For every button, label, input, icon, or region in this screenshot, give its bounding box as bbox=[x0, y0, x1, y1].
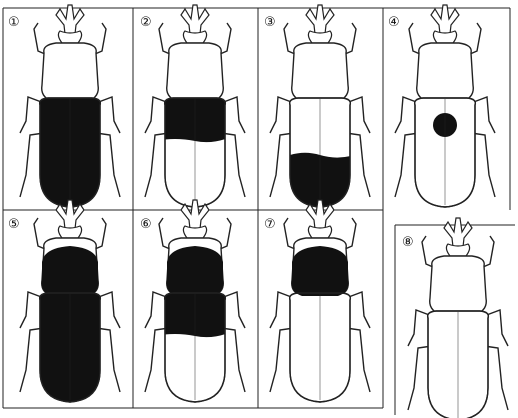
pronotum-shape bbox=[42, 43, 99, 101]
pronotum-shape bbox=[417, 43, 474, 101]
head-shape bbox=[183, 31, 206, 43]
beetle-figure-2 bbox=[145, 5, 245, 207]
panel-label-2: ② bbox=[140, 15, 152, 30]
head-shape bbox=[433, 31, 456, 43]
head-shape bbox=[446, 244, 469, 256]
beetle-figure-7 bbox=[270, 200, 370, 402]
head-shape bbox=[308, 226, 331, 238]
panel-label-6: ⑥ bbox=[140, 217, 152, 232]
pronotum-shape bbox=[292, 43, 349, 101]
pronotum-pattern bbox=[292, 246, 349, 296]
panel-label-4: ④ bbox=[388, 15, 400, 30]
beetle-figure-8 bbox=[408, 218, 508, 418]
beetle-figure-5 bbox=[20, 200, 120, 410]
panel-label-1: ① bbox=[8, 15, 20, 30]
panel-label-8: ⑧ bbox=[402, 235, 414, 250]
head-shape bbox=[183, 226, 206, 238]
pronotum-pattern bbox=[167, 246, 224, 296]
panel-label-5: ⑤ bbox=[8, 217, 20, 232]
head-shape bbox=[58, 226, 81, 238]
beetle-figure-4 bbox=[395, 5, 495, 207]
pronotum-shape bbox=[430, 256, 487, 314]
pronotum-shape bbox=[167, 43, 224, 101]
beetle-figure-3 bbox=[270, 5, 370, 215]
head-shape bbox=[58, 31, 81, 43]
beetle-figure-1 bbox=[20, 5, 120, 215]
beetle-figure-6 bbox=[145, 200, 245, 402]
panel-label-7: ⑦ bbox=[264, 217, 276, 232]
pronotum-pattern bbox=[42, 246, 99, 296]
head-shape bbox=[308, 31, 331, 43]
panel-label-3: ③ bbox=[264, 15, 276, 30]
